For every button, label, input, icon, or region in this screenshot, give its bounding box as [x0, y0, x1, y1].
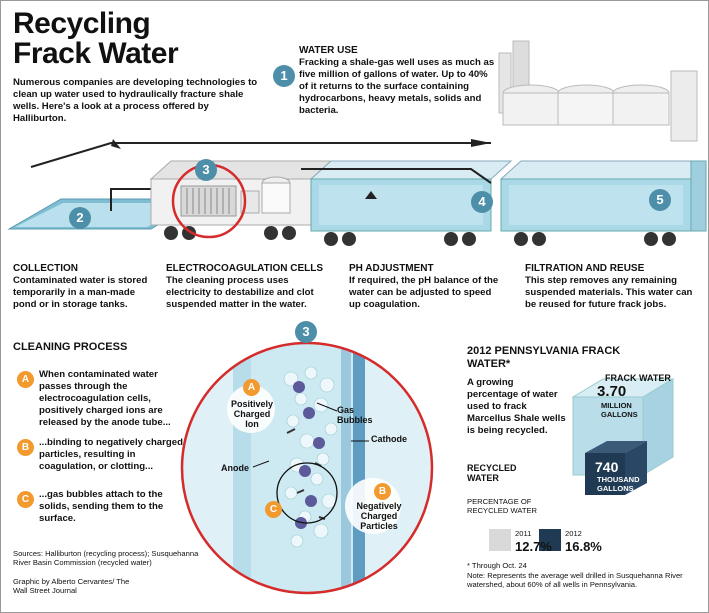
- pct-label: PERCENTAGE OF RECYCLED WATER: [467, 497, 538, 515]
- step-filtration: FILTRATION AND REUSE This step removes a…: [525, 263, 693, 310]
- cleaning-item-c: ...gas bubbles attach to the solids, sen…: [39, 489, 164, 524]
- step-badge-5: 5: [649, 189, 671, 211]
- frack-water-label: FRACK WATER: [605, 373, 671, 383]
- year-2012: 2012: [565, 529, 582, 538]
- step-badge-4: 4: [471, 191, 493, 213]
- cleaning-heading: CLEANING PROCESS: [13, 341, 128, 353]
- page-title: Recycling Frack Water: [13, 7, 179, 70]
- step-electrocoagulation: ELECTROCOAGULATION CELLS The cleaning pr…: [166, 263, 324, 310]
- label-cathode: Cathode: [371, 434, 407, 444]
- credit: Graphic by Alberto Cervantes/ The Wall S…: [13, 577, 130, 595]
- cleaning-item-b: ...binding to negatively charged particl…: [39, 437, 183, 472]
- process-illustration: [7, 40, 708, 246]
- sources: Sources: Halliburton (recycling process)…: [13, 549, 199, 567]
- label-negatively-charged-particles: Negatively Charged Particles: [356, 501, 402, 531]
- detail-letter-c: C: [265, 501, 282, 518]
- year-2011: 2011: [515, 529, 532, 538]
- step-collection: COLLECTION Contaminated water is stored …: [13, 263, 148, 310]
- intro-text: Numerous companies are developing techno…: [13, 77, 258, 124]
- step-ph-adjustment: PH ADJUSTMENT If required, the pH balanc…: [349, 263, 499, 310]
- step-badge-1: 1: [273, 65, 295, 87]
- footnote-note: Note: Represents the average well drille…: [467, 571, 683, 589]
- recycled-water-label: RECYCLED WATER: [467, 463, 517, 483]
- label-anode: Anode: [221, 463, 249, 473]
- cleaning-letter-c: C: [17, 491, 34, 508]
- cleaning-letter-b: B: [17, 439, 34, 456]
- value-2012: 16.8%: [565, 539, 602, 554]
- pa-title: 2012 PENNSYLVANIA FRACK WATER*: [467, 345, 621, 370]
- detail-badge-3: 3: [295, 321, 317, 343]
- swatch-2011: [489, 529, 511, 551]
- step-badge-2: 2: [69, 207, 91, 229]
- storage-tanks: [498, 40, 698, 142]
- swatch-2012: [539, 529, 561, 551]
- cleaning-process: CLEANING PROCESS: [13, 341, 188, 353]
- frack-water-unit: MILLION GALLONS: [601, 401, 638, 419]
- recycled-water-value: 740: [595, 459, 619, 475]
- step-badge-3: 3: [195, 159, 217, 181]
- ph-tank: [301, 160, 513, 246]
- detail-letter-b: B: [374, 483, 391, 500]
- label-positively-charged-ion: Positively Charged Ion: [230, 399, 274, 429]
- recycled-water-cube: [585, 441, 647, 495]
- cleaning-letter-a: A: [17, 371, 34, 388]
- label-gas-bubbles: Gas Bubbles: [337, 405, 373, 425]
- frack-water-value: 3.70: [597, 383, 627, 400]
- recycled-water-unit: THOUSAND GALLONS: [597, 475, 640, 493]
- detail-letter-a: A: [243, 379, 260, 396]
- pa-description: A growing percentage of water used to fr…: [467, 377, 566, 436]
- value-2011: 12.7%: [515, 539, 552, 554]
- footnote-through: * Through Oct. 24: [467, 561, 527, 570]
- step-water-use: WATER USE Fracking a shale-gas well uses…: [299, 45, 495, 116]
- cleaning-item-a: When contaminated water passes through t…: [39, 369, 171, 428]
